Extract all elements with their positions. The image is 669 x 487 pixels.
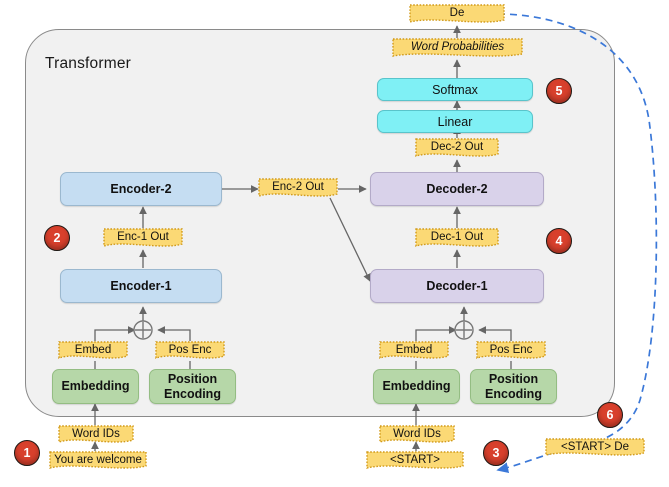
process-encoder-1[interactable]: Encoder-1 [60,269,222,303]
page-title: Transformer [45,55,132,72]
badge-label: 2 [53,231,61,245]
process-decoder-1[interactable]: Decoder-1 [370,269,544,303]
data-label-text: Embed [395,343,433,356]
data-label-text: You are welcome [54,453,142,466]
data-label-encoder-pos-enc: Pos Enc [155,341,225,362]
data-label-text: Word IDs [72,427,120,440]
doc-shape [379,341,449,359]
data-label-de-output: De [409,4,505,26]
doc-shape [476,341,546,359]
doc-shape [58,341,128,359]
badge-label: 1 [23,446,31,460]
doc-shape [409,4,505,23]
doc-shape [379,425,455,443]
data-label-text: Word IDs [393,427,441,440]
process-label: Encoder-1 [110,279,172,293]
step-badge-5[interactable]: 5 [546,78,572,104]
step-badge-4[interactable]: 4 [546,228,572,254]
process-encoder-embedding[interactable]: Embedding [52,369,139,404]
data-label-decoder-embed: Embed [379,341,449,362]
process-encoder-2[interactable]: Encoder-2 [60,172,222,206]
data-label-text: <START> De [561,440,629,453]
process-label: Encoder-2 [110,182,172,196]
data-label-dec-2-out: Dec-2 Out [415,138,499,160]
doc-shape [415,138,499,157]
doc-shape [49,451,147,469]
data-label-text: De [449,7,465,20]
data-label-text: Pos Enc [168,343,212,356]
process-label: Embedding [61,379,130,394]
data-label-decoder-pos-enc: Pos Enc [476,341,546,362]
process-label: Embedding [382,379,451,394]
process-label: Position Encoding [485,372,542,401]
data-label-text: Pos Enc [489,343,533,356]
doc-shape [392,38,523,57]
doc-shape [155,341,225,359]
doc-shape [415,228,499,247]
data-label-enc-2-out: Enc-2 Out [258,178,338,200]
data-label-start-token: <START> [366,451,464,472]
step-badge-1[interactable]: 1 [14,440,40,466]
data-label-word-probabilities: Word Probabilities [392,38,523,60]
process-softmax[interactable]: Softmax [377,78,533,101]
process-linear[interactable]: Linear [377,110,533,133]
data-label-feedback-sequence: <START> De [545,438,645,459]
data-label-source-sentence: You are welcome [49,451,147,472]
doc-shape [58,425,134,443]
data-label-enc-1-out: Enc-1 Out [103,228,183,250]
doc-shape [258,178,338,197]
process-decoder-embedding[interactable]: Embedding [373,369,460,404]
doc-shape [103,228,183,247]
data-label-decoder-word-ids: Word IDs [379,425,455,446]
data-label-text: Dec-2 Out [430,141,484,154]
process-decoder-position-encoding[interactable]: Position Encoding [470,369,557,404]
data-label-text: Enc-1 Out [117,231,169,244]
data-label-text: <START> [389,453,441,466]
badge-label: 5 [555,84,563,98]
process-decoder-2[interactable]: Decoder-2 [370,172,544,206]
step-badge-3[interactable]: 3 [483,440,509,466]
process-label: Position Encoding [164,372,221,401]
badge-label: 4 [555,234,563,248]
process-label: Softmax [432,82,478,97]
process-label: Decoder-2 [426,182,488,196]
doc-shape [366,451,464,469]
data-label-text: Embed [74,343,112,356]
step-badge-6[interactable]: 6 [597,402,623,428]
doc-shape [545,438,645,456]
data-label-dec-1-out: Dec-1 Out [415,228,499,250]
data-label-encoder-embed: Embed [58,341,128,362]
badge-label: 6 [606,408,614,422]
data-label-text: Word Probabilities [410,41,505,54]
process-encoder-position-encoding[interactable]: Position Encoding [149,369,236,404]
process-label: Decoder-1 [426,279,488,293]
data-label-text: Enc-2 Out [272,181,324,194]
data-label-text: Dec-1 Out [430,231,484,244]
badge-label: 3 [492,446,500,460]
step-badge-2[interactable]: 2 [44,225,70,251]
data-label-encoder-word-ids: Word IDs [58,425,134,446]
process-label: Linear [437,114,473,129]
